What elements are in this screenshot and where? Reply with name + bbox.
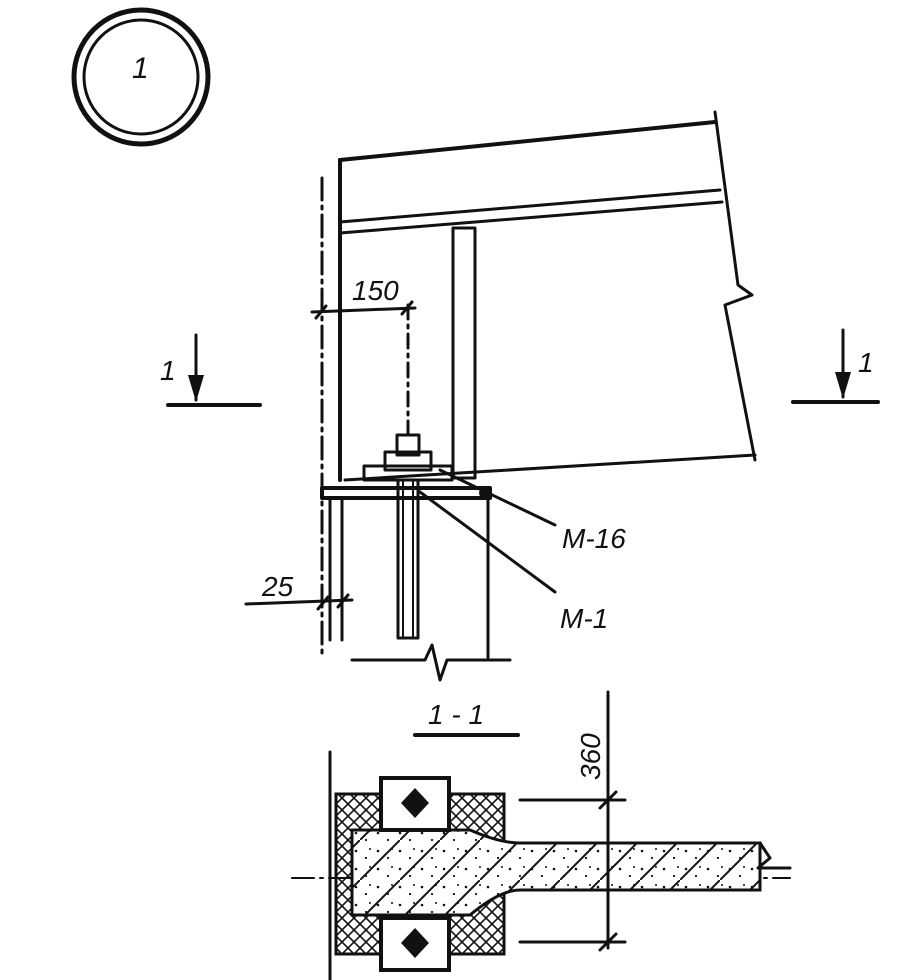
callout-bolt-label: M-16 (562, 523, 626, 554)
section-mark-left-label: 1 (160, 355, 176, 386)
beam-elevation (338, 110, 757, 482)
section-1-1 (291, 750, 792, 980)
base-plate (320, 486, 492, 500)
dimension-360: 360 (518, 690, 627, 952)
dimension-150-label: 150 (352, 275, 399, 306)
callout-bolt: M-16 (438, 468, 626, 554)
column (328, 498, 512, 682)
detail-marker-number: 1 (132, 52, 149, 85)
section-title: 1 - 1 (413, 699, 520, 737)
callout-plate-label: M-1 (560, 603, 608, 634)
section-mark-left: 1 (160, 333, 262, 407)
anchor-bolt (362, 303, 454, 640)
section-mark-right: 1 (791, 328, 880, 404)
dimension-25: 25 (244, 571, 354, 611)
dimension-360-label: 360 (575, 733, 606, 780)
detail-marker: 1 (71, 7, 211, 147)
section-mark-right-label: 1 (858, 347, 874, 378)
callout-plate: M-1 (418, 490, 608, 634)
dimension-150: 150 (310, 275, 417, 320)
section-title-label: 1 - 1 (428, 699, 484, 730)
dimension-25-label: 25 (261, 571, 294, 602)
